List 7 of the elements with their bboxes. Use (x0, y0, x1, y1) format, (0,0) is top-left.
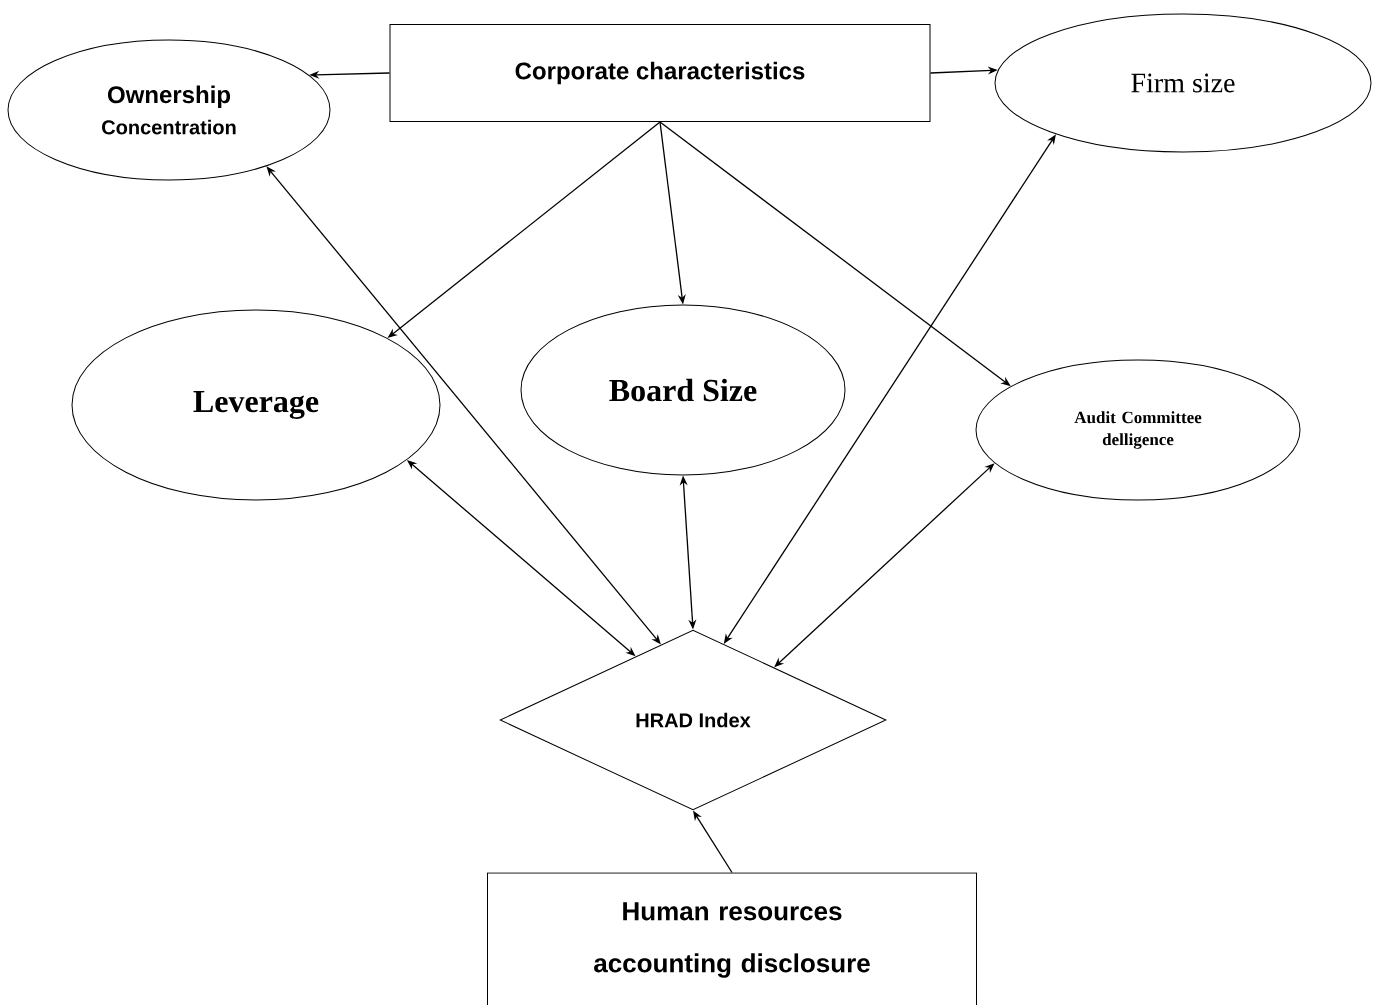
ellipse-node: Leverage (71, 309, 441, 501)
ellipse-node: Board Size (520, 304, 846, 476)
process-box: Human resources accounting disclosure (487, 872, 977, 1005)
process-box: Corporate characteristics (389, 24, 931, 122)
ellipse-node: Firm size (994, 13, 1372, 153)
ellipse-node: Ownership Concentration (7, 39, 331, 181)
ellipse-node: Audit Committee delligence (975, 359, 1301, 501)
